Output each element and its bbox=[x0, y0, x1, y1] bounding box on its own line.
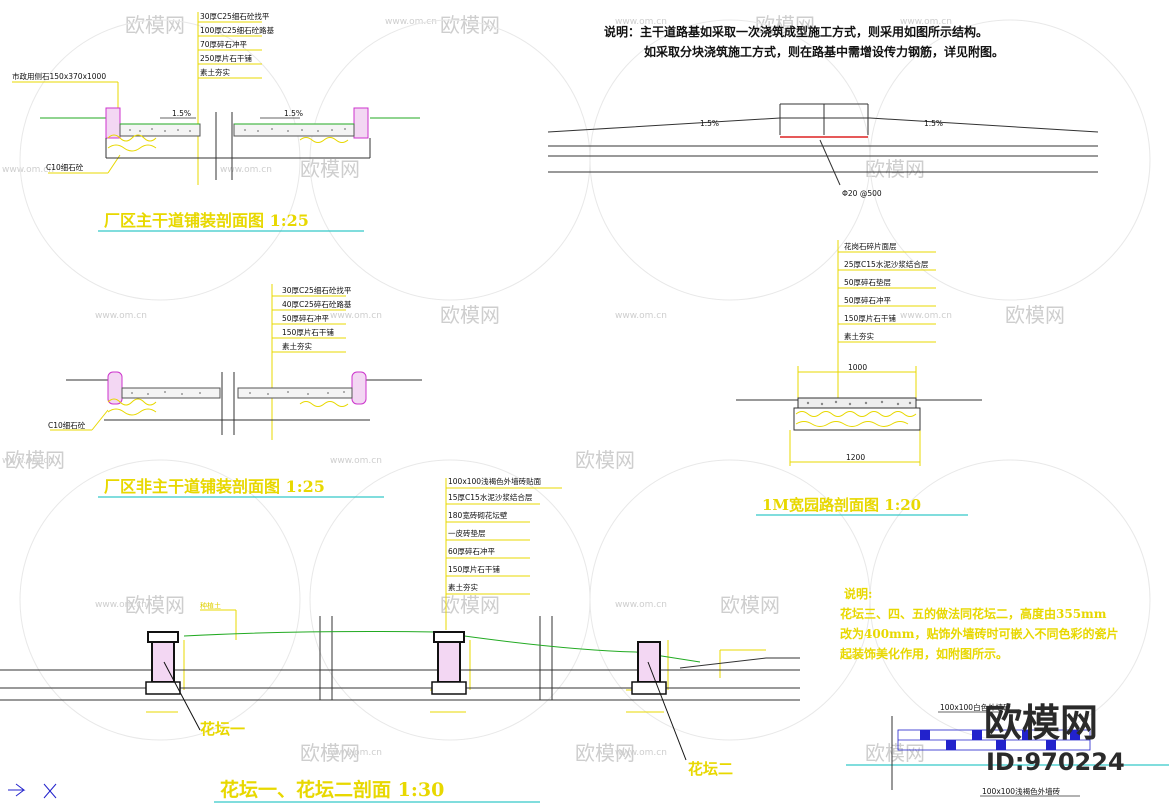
watermark-url: www.om.cn bbox=[330, 748, 382, 758]
minor-road-section: 30厚C25细石砼找平 40厚C25碎石砼路基 50厚碎石冲平 150厚片石干铺… bbox=[48, 284, 422, 498]
watermark-brand: 欧模网 bbox=[440, 13, 500, 37]
main-road-slope-left: 1.5% bbox=[172, 109, 191, 118]
minor-road-title: 厂区非主干道铺装剖面图 1:25 bbox=[104, 477, 325, 496]
garden-path-layer-label: 素土夯实 bbox=[844, 331, 874, 341]
flowerbed-label-two: 花坛二 bbox=[688, 760, 733, 778]
main-road-slope-right: 1.5% bbox=[284, 109, 303, 118]
right-note-line2: 改为400mm，贴饰外墙砖时可嵌入不同色彩的瓷片 bbox=[840, 626, 1118, 641]
garden-path-width-bottom: 1200 bbox=[846, 453, 865, 462]
watermark-brand: 欧模网 bbox=[865, 741, 925, 765]
watermark-url: www.om.cn bbox=[2, 456, 54, 466]
main-road-curb-label: 市政用侧石150x370x1000 bbox=[12, 71, 106, 81]
right-note-line1: 花坛三、四、五的做法同花坛二，高度由355mm bbox=[840, 606, 1107, 621]
top-note-rebar: Φ20 @500 bbox=[842, 189, 882, 198]
minor-road-layer-label: 40厚C25碎石砼路基 bbox=[282, 299, 352, 309]
watermark-url: www.om.cn bbox=[330, 311, 382, 321]
main-road-layer-label: 30厚C25细石砼找平 bbox=[200, 11, 270, 21]
right-note-section: 说明: 花坛三、四、五的做法同花坛二，高度由355mm 改为400mm，贴饰外墙… bbox=[839, 586, 1169, 797]
watermark-brand: 欧模网 bbox=[865, 157, 925, 181]
watermark-brand: 欧模网 bbox=[300, 157, 360, 181]
watermark-brand: 欧模网 bbox=[125, 593, 185, 617]
minor-road-layer-label: 30厚C25细石砼找平 bbox=[282, 285, 352, 295]
right-note-title: 说明: bbox=[844, 586, 872, 601]
garden-path-width-top: 1000 bbox=[848, 363, 867, 372]
top-note-slope-right: 1.5% bbox=[924, 119, 943, 128]
main-road-layer-label: 250厚片石干铺 bbox=[200, 53, 252, 63]
watermark-url: www.om.cn bbox=[615, 311, 667, 321]
flowerbed-title: 花坛一、花坛二剖面 1:30 bbox=[220, 778, 444, 801]
garden-path-layer-label: 50厚碎石冲平 bbox=[844, 295, 892, 305]
flowerbed-section: 100x100浅褐色外墙砖贴面 15厚C15水泥沙浆结合层 180宽砖砌花坛壁 … bbox=[0, 476, 800, 803]
flowerbed-layer-label: 150厚片石干铺 bbox=[448, 564, 500, 574]
site-logo: 欧模网 ID:970224 bbox=[984, 701, 1125, 776]
main-road-layer-label: 100厚C25细石砼路基 bbox=[200, 25, 275, 35]
watermark-brand: 欧模网 bbox=[720, 593, 780, 617]
watermark-brand: 欧模网 bbox=[440, 593, 500, 617]
flowerbed-layer-label: 素土夯实 bbox=[448, 582, 478, 592]
watermark-url: www.om.cn bbox=[330, 456, 382, 466]
right-note-line3: 起装饰美化作用，如附图所示。 bbox=[839, 646, 1008, 661]
minor-road-layer-label: 素土夯实 bbox=[282, 341, 312, 351]
flowerbed-layer-label: 15厚C15水泥沙浆结合层 bbox=[448, 492, 533, 502]
flowerbed-layer-label: 一皮砖垫层 bbox=[448, 528, 486, 538]
garden-path-title: 1M宽园路剖面图 1:20 bbox=[762, 496, 921, 514]
watermark-brand: 欧模网 bbox=[755, 13, 815, 37]
flowerbed-layer-label: 100x100浅褐色外墙砖贴面 bbox=[448, 476, 542, 486]
watermark-url: www.om.cn bbox=[220, 165, 272, 175]
flowerbed-fill-label: 种植土 bbox=[200, 601, 221, 610]
main-road-layer-label: 素土夯实 bbox=[200, 67, 230, 77]
watermark-url: www.om.cn bbox=[95, 600, 147, 610]
main-road-layer-label: 70厚碎石冲平 bbox=[200, 39, 248, 49]
watermark-url: www.om.cn bbox=[95, 311, 147, 321]
watermark-brand: 欧模网 bbox=[1005, 303, 1065, 327]
main-road-section: 30厚C25细石砼找平 100厚C25细石砼路基 70厚碎石冲平 250厚片石干… bbox=[12, 11, 420, 232]
minor-road-layer-label: 150厚片石干铺 bbox=[282, 327, 334, 337]
garden-path-layer-label: 花岗石碎片面层 bbox=[844, 241, 897, 251]
top-note-line1: 说明：主干道路基如采取一次浇筑成型施工方式，则采用如图所示结构。 bbox=[604, 24, 988, 39]
main-road-title: 厂区主干道铺装剖面图 1:25 bbox=[104, 211, 309, 230]
watermark-url: www.om.cn bbox=[615, 748, 667, 758]
watermark-layer: www.om.cn www.om.cn www.om.cn www.om.cn … bbox=[2, 13, 1151, 765]
top-note-line2: 如采取分块浇筑施工方式，则在路基中需增设传力钢筋，详见附图。 bbox=[644, 44, 1004, 59]
garden-path-layer-label: 50厚碎石垫层 bbox=[844, 277, 892, 287]
garden-path-layer-label: 25厚C15水泥沙浆结合层 bbox=[844, 259, 929, 269]
watermark-url: www.om.cn bbox=[615, 600, 667, 610]
main-road-base-label: C10细石砼 bbox=[46, 162, 84, 172]
watermark-url: www.om.cn bbox=[2, 165, 54, 175]
top-note-slope-left: 1.5% bbox=[700, 119, 719, 128]
watermark-url: www.om.cn bbox=[900, 17, 952, 27]
watermark-brand: 欧模网 bbox=[575, 448, 635, 472]
watermark-brand: 欧模网 bbox=[440, 303, 500, 327]
tile-label-bottom: 100x100浅褐色外墙砖 bbox=[982, 786, 1061, 796]
top-note-section: 说明：主干道路基如采取一次浇筑成型施工方式，则采用如图所示结构。 如采取分块浇筑… bbox=[547, 24, 1099, 198]
garden-path-layer-label: 150厚片石干铺 bbox=[844, 313, 896, 323]
watermark-brand: 欧模网 bbox=[125, 13, 185, 37]
watermark-brand: 欧模网 bbox=[575, 741, 635, 765]
watermark-url: www.om.cn bbox=[900, 311, 952, 321]
flowerbed-layer-label: 60厚碎石冲平 bbox=[448, 546, 496, 556]
logo-brand: 欧模网 bbox=[984, 701, 1098, 745]
logo-id: ID:970224 bbox=[986, 748, 1125, 776]
garden-path-section: 花岗石碎片面层 25厚C15水泥沙浆结合层 50厚碎石垫层 50厚碎石冲平 15… bbox=[736, 240, 982, 516]
flowerbed-layer-label: 180宽砖砌花坛壁 bbox=[448, 510, 508, 520]
flowerbed-label-one: 花坛一 bbox=[200, 720, 245, 738]
watermark-url: www.om.cn bbox=[615, 17, 667, 27]
minor-road-layer-label: 50厚碎石冲平 bbox=[282, 313, 330, 323]
tile-label-top: 100x100白色外墙砖 bbox=[940, 702, 1011, 712]
ucs-axis-icon bbox=[8, 783, 57, 799]
minor-road-base-label: C10细石砼 bbox=[48, 420, 86, 430]
watermark-url: www.om.cn bbox=[385, 17, 437, 27]
watermark-brand: 欧模网 bbox=[300, 741, 360, 765]
watermark-brand: 欧模网 bbox=[5, 448, 65, 472]
